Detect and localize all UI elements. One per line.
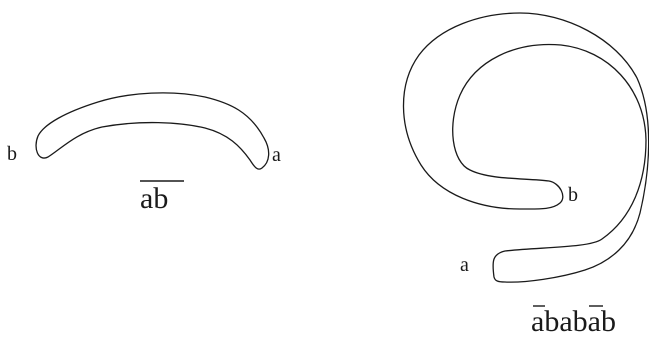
left-band-figure: b a ab <box>7 92 281 215</box>
spiral-outer-end-label-a: a <box>460 254 469 276</box>
spiral-caption-letter: a <box>531 305 544 338</box>
right-spiral-band <box>402 12 649 283</box>
spiral-caption-letter: b <box>601 305 616 338</box>
spiral-inner-end-label-b: b <box>568 184 578 206</box>
spiral-caption-letter: a <box>588 305 601 338</box>
left-arc-band <box>35 92 270 170</box>
left-band-caption: ab <box>140 182 168 215</box>
spiral-caption: ababab <box>531 305 616 338</box>
spiral-caption-letter: a <box>559 305 572 338</box>
spiral-caption-letter: b <box>544 305 559 338</box>
spiral-caption-letter: b <box>573 305 588 338</box>
right-spiral-figure: b a ababab <box>402 12 649 338</box>
left-band-end-label-b: b <box>7 143 17 165</box>
left-band-end-label-a: a <box>272 144 281 166</box>
